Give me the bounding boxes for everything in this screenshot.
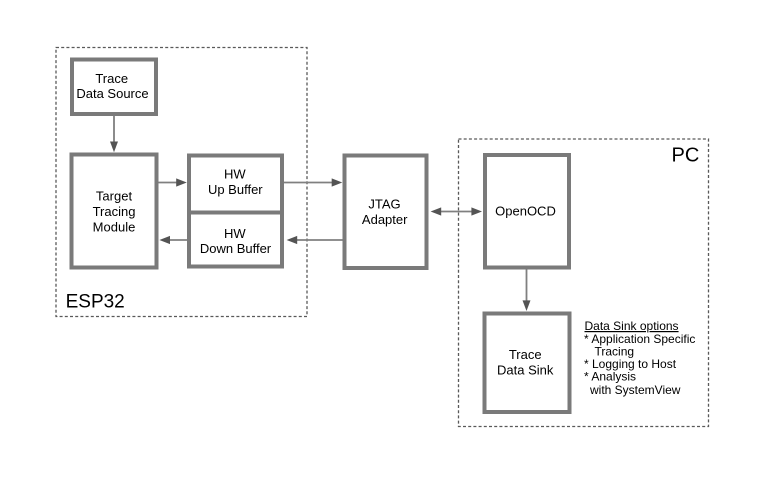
svg-text:Trace: Trace [509, 347, 542, 362]
svg-text:HW: HW [224, 167, 246, 182]
svg-text:Tracing: Tracing [595, 345, 635, 359]
svg-text:Tracing: Tracing [93, 204, 136, 219]
svg-text:Data Sink options: Data Sink options [585, 319, 679, 333]
svg-text:Target: Target [96, 189, 133, 204]
svg-text:* Application Specific: * Application Specific [584, 332, 695, 346]
svg-text:PC: PC [672, 144, 700, 166]
svg-text:Up Buffer: Up Buffer [208, 182, 263, 197]
svg-text:Data Sink: Data Sink [497, 362, 554, 377]
svg-text:JTAG: JTAG [368, 197, 400, 212]
svg-text:Adapter: Adapter [362, 212, 408, 227]
svg-text:OpenOCD: OpenOCD [495, 203, 556, 218]
svg-text:with SystemView: with SystemView [589, 383, 681, 397]
svg-text:HW: HW [224, 226, 246, 241]
svg-text:Module: Module [93, 220, 136, 235]
svg-text:ESP32: ESP32 [66, 292, 125, 313]
svg-text:Down Buffer: Down Buffer [200, 241, 272, 256]
svg-text:* Analysis: * Analysis [584, 370, 636, 384]
svg-text:* Logging to Host: * Logging to Host [584, 357, 677, 371]
svg-text:Data Source: Data Source [76, 86, 148, 101]
svg-text:Trace: Trace [95, 71, 128, 86]
